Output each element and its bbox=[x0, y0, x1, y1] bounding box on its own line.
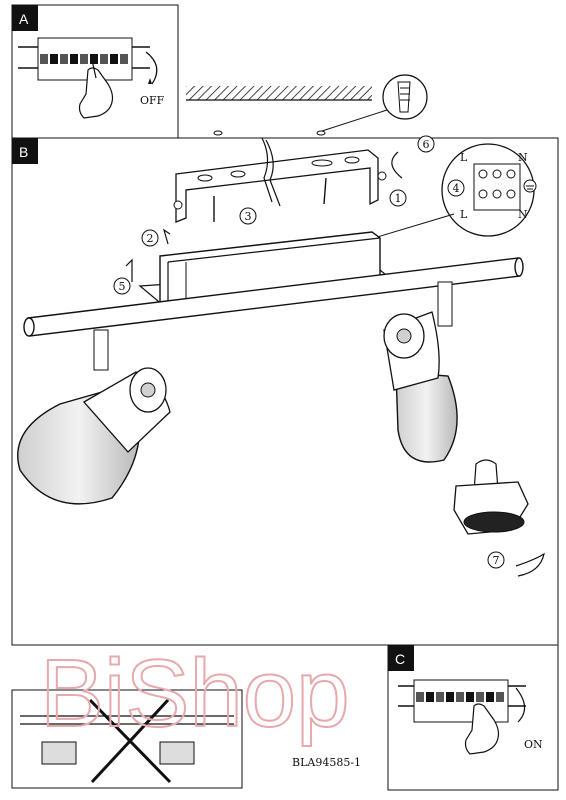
rotate-arrow-icon bbox=[516, 688, 525, 722]
breaker-toggle bbox=[120, 54, 128, 64]
breaker-toggle bbox=[40, 54, 48, 64]
panel-c: C ON bbox=[388, 645, 558, 790]
watermark: BiShop bbox=[40, 640, 350, 747]
step-number: 5 bbox=[119, 280, 126, 293]
breaker-toggle bbox=[486, 692, 494, 702]
spotlight-left bbox=[18, 330, 170, 504]
breaker-toggle bbox=[90, 54, 98, 64]
ceiling bbox=[186, 86, 372, 100]
terminal-label-live-bottom: L bbox=[460, 208, 468, 221]
breaker-panel-c bbox=[398, 680, 526, 722]
terminal-label-neutral-bottom: N bbox=[518, 208, 528, 221]
breaker-toggle bbox=[476, 692, 484, 702]
breaker-toggle bbox=[70, 54, 78, 64]
breaker-toggle bbox=[80, 54, 88, 64]
step-number: 2 bbox=[147, 232, 154, 245]
switch-off-label: OFF bbox=[140, 94, 165, 107]
mounting-bracket bbox=[174, 138, 386, 222]
step-number: 4 bbox=[453, 182, 460, 195]
bulb-gu10 bbox=[454, 460, 528, 534]
spotlight-right bbox=[384, 282, 457, 462]
breaker-toggle bbox=[456, 692, 464, 702]
arrow-up-icon bbox=[164, 230, 170, 244]
breaker-toggle bbox=[436, 692, 444, 702]
earth-icon bbox=[524, 180, 536, 192]
terminal-label-neutral-top: N bbox=[518, 151, 528, 164]
breaker-toggle bbox=[426, 692, 434, 702]
breaker-toggle bbox=[110, 54, 118, 64]
step-number: 6 bbox=[423, 138, 430, 151]
breaker-toggle bbox=[100, 54, 108, 64]
document-code: BLA94585-1 bbox=[292, 756, 361, 769]
breaker-toggle bbox=[466, 692, 474, 702]
panel-a: A OFF bbox=[12, 5, 178, 138]
rotate-arrow-icon bbox=[516, 554, 544, 576]
step-number: 7 bbox=[493, 554, 500, 567]
screw-icon bbox=[324, 178, 326, 204]
breaker-toggle bbox=[60, 54, 68, 64]
panel-a-letter: A bbox=[19, 11, 29, 27]
breaker-toggle bbox=[416, 692, 424, 702]
panel-b-letter: B bbox=[19, 144, 28, 160]
arrow-up-icon bbox=[126, 260, 132, 282]
step-number: 1 bbox=[395, 192, 402, 205]
panel-c-letter: C bbox=[395, 651, 405, 667]
breaker-panel-a bbox=[18, 38, 150, 80]
terminal-label-live-top: L bbox=[460, 151, 468, 164]
arrow-head-icon bbox=[148, 78, 152, 84]
wall-plug-callout bbox=[214, 75, 427, 135]
step-number: 3 bbox=[245, 210, 252, 223]
switch-on-label: ON bbox=[524, 738, 543, 751]
breaker-toggle bbox=[446, 692, 454, 702]
rotate-arrow-icon bbox=[392, 152, 402, 178]
breaker-toggle bbox=[496, 692, 504, 702]
breaker-toggle bbox=[50, 54, 58, 64]
